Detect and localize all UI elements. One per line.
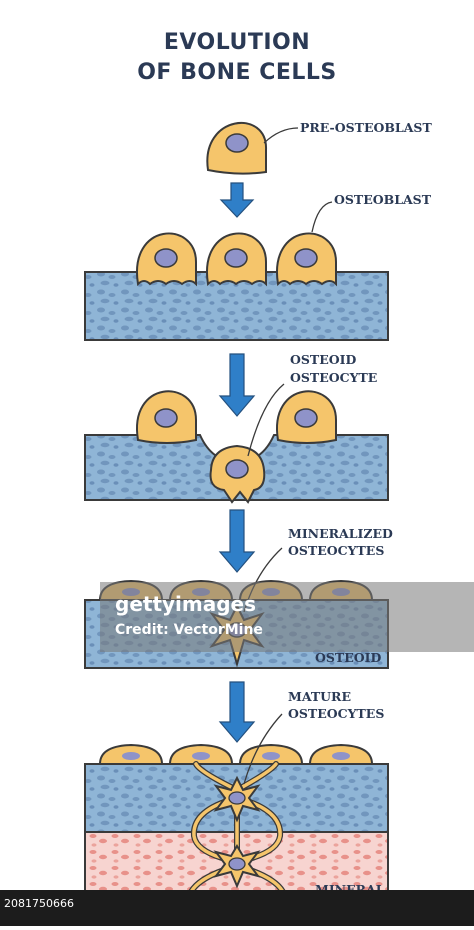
title-line-2: OF BONE CELLS xyxy=(137,60,337,85)
watermark-band xyxy=(100,582,474,652)
down-arrow-icon xyxy=(219,182,255,218)
label-mature: MATURE xyxy=(288,689,351,704)
osteoid-osteocyte-cell xyxy=(209,444,266,504)
label-mature-osteocytes: OSTEOCYTES xyxy=(288,706,385,721)
label-mineralized-osteocytes: OSTEOCYTES xyxy=(288,543,385,558)
footer-image-id: 2081750666 xyxy=(4,897,74,910)
down-arrow-icon xyxy=(218,681,256,743)
title-line-1: EVOLUTION xyxy=(163,30,311,55)
pre-osteoblast-cell xyxy=(206,122,268,175)
mature-osteocyte-cell xyxy=(213,775,261,823)
watermark-credit: Credit: VectorMine xyxy=(115,622,263,638)
pointer-line-pre-osteoblast xyxy=(263,127,299,144)
label-osteocyte: OSTEOCYTE xyxy=(290,370,378,385)
footer-bar xyxy=(0,890,474,926)
label-pre-osteoblast: PRE-OSTEOBLAST xyxy=(300,120,432,135)
pointer-line-osteoid-osteocyte xyxy=(247,383,285,457)
pointer-line-mature xyxy=(243,713,283,785)
flat-osteoblast-cell xyxy=(308,743,374,765)
label-mineralized: MINERALIZED xyxy=(288,526,393,541)
flat-osteoblast-cell xyxy=(168,743,234,765)
flat-osteoblast-cell xyxy=(98,743,164,765)
label-osteoid: OSTEOID xyxy=(290,352,357,367)
down-arrow-icon xyxy=(218,353,256,417)
label-osteoblast: OSTEOBLAST xyxy=(334,192,432,207)
osteoblast-cell xyxy=(136,232,197,287)
osteoblast-cell xyxy=(276,232,337,287)
pointer-line-osteoblast xyxy=(311,201,333,233)
osteoblast-cell xyxy=(206,232,267,287)
mature-osteocyte-cell xyxy=(213,844,261,889)
osteoblast-cell xyxy=(276,390,337,444)
watermark-logo: gettyimages xyxy=(115,592,257,616)
osteoblast-cell xyxy=(136,390,197,444)
down-arrow-icon xyxy=(218,509,256,573)
label-osteoid-layer: OSTEOID xyxy=(315,650,382,665)
flat-osteoblast-cell xyxy=(238,743,304,765)
